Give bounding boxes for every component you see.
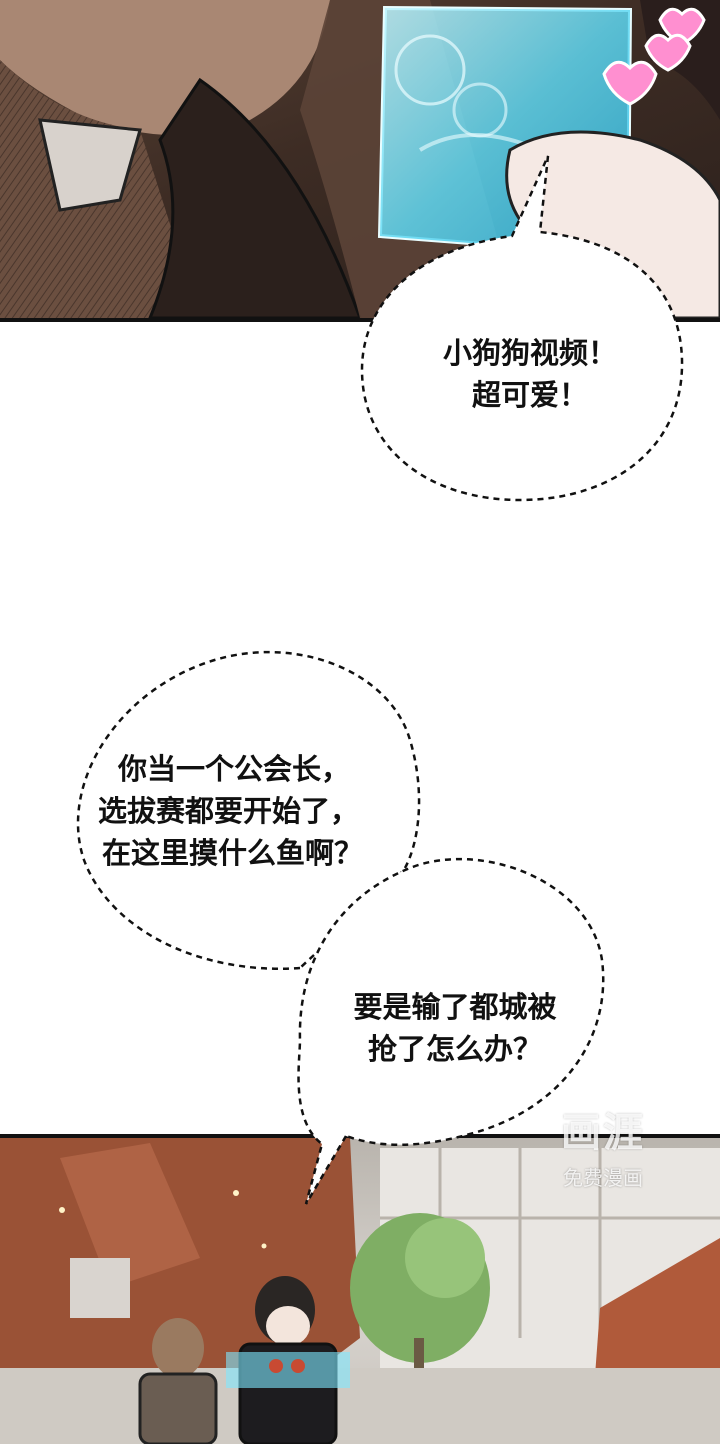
- watermark: 画涯 免费漫画: [538, 1100, 668, 1191]
- speech-line: 小狗狗视频！: [442, 336, 617, 370]
- watermark-logo: 画涯: [561, 1110, 645, 1156]
- hand: [505, 130, 720, 318]
- speech-line: 要是输了都城被: [353, 990, 557, 1024]
- character-collar: [38, 118, 142, 212]
- speech-line: 选拔赛都要开始了，: [98, 794, 360, 829]
- speech-text-top: 小狗狗视频！ 超可爱！: [380, 332, 680, 416]
- speech-line: 在这里摸什么鱼啊？: [102, 836, 364, 871]
- speech-line: 超可爱！: [471, 378, 588, 413]
- characters: [138, 1276, 350, 1444]
- top-comic-panel: [0, 0, 720, 322]
- top-panel-art: [0, 0, 720, 318]
- speech-text-middle: 你当一个公会长， 选拔赛都要开始了， 在这里摸什么鱼啊？: [80, 748, 420, 874]
- speech-text-bottom: 要是输了都城被 抢了怎么办？: [300, 986, 610, 1070]
- speech-line: 你当一个公会长，: [118, 752, 351, 786]
- character-cloak: [148, 77, 362, 318]
- bottom-panel-art: [0, 1138, 720, 1444]
- speech-line: 抢了怎么办？: [367, 1032, 542, 1067]
- heart-icons: [602, 7, 706, 106]
- character-face: [0, 0, 330, 135]
- watermark-subtitle: 免费漫画: [563, 1166, 643, 1190]
